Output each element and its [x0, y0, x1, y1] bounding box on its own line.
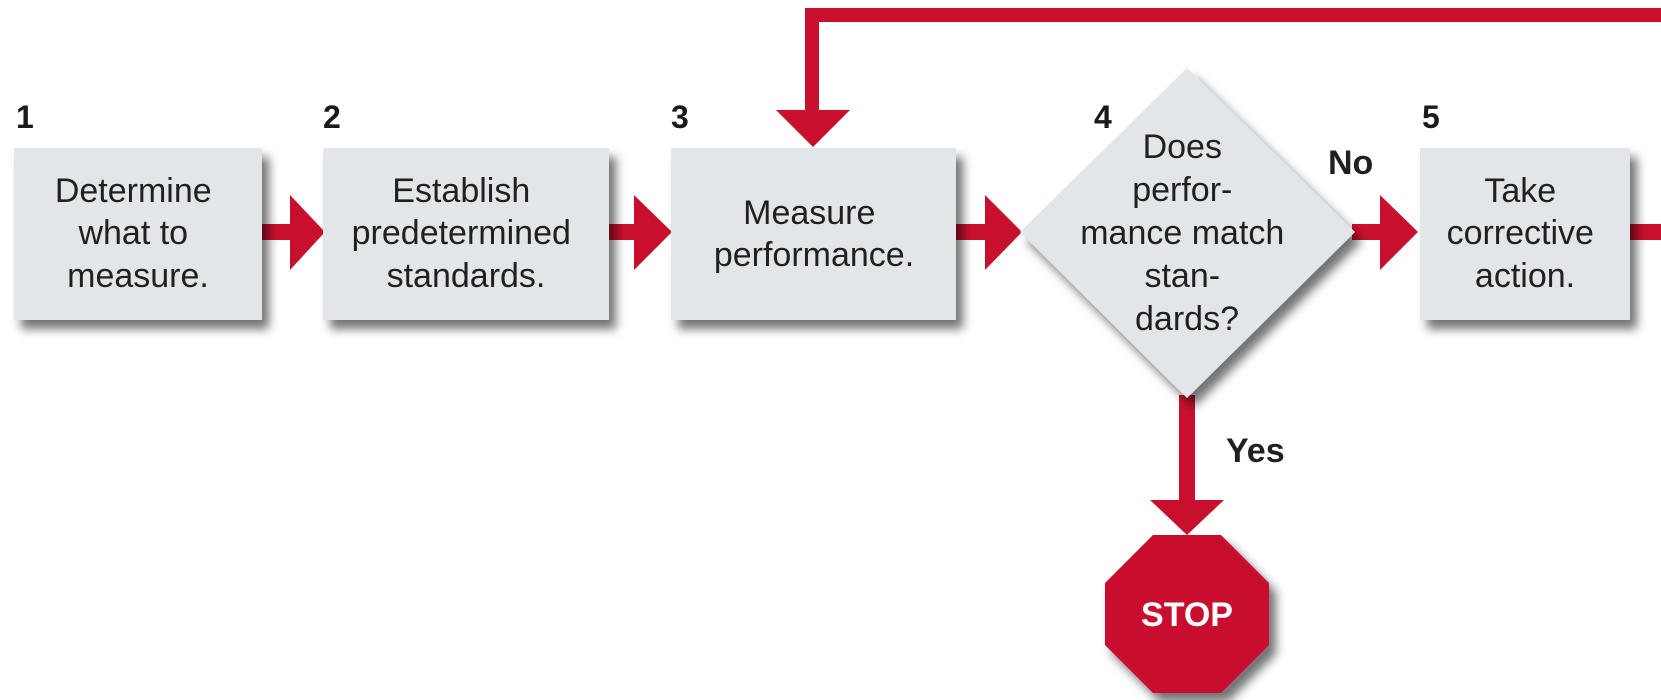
step-1-line: what to [77, 214, 188, 252]
step-1-box [14, 148, 262, 320]
connector-4-5 [1352, 195, 1418, 270]
svg-text:Measure performance.: Measure performance. [714, 194, 914, 274]
connector-4-stop [1150, 395, 1224, 535]
step-1: 1 Determine what to measure. [14, 99, 262, 320]
svg-text:Does perfor- mance: Does perfor- mance match stan- dards? [1080, 128, 1294, 338]
step-2-number: 2 [323, 99, 341, 135]
svg-text:Determine what to: Determine what to measure. [55, 172, 221, 295]
step-3-number: 3 [671, 99, 689, 135]
connector-3-4 [956, 195, 1022, 270]
stop-label: STOP [1141, 596, 1233, 634]
step-5-box [1420, 148, 1630, 320]
branch-label-yes: Yes [1226, 432, 1285, 470]
step-5-line: Take [1484, 172, 1556, 210]
stop-octagon [1105, 535, 1269, 693]
step-2-line: standards. [387, 257, 546, 295]
step-3-line: performance. [714, 236, 914, 274]
step-2-line: predetermined [352, 214, 571, 252]
step-1-line: Determine [55, 172, 212, 210]
step-4-line: dards? [1135, 300, 1239, 338]
step-2-line: Establish [392, 172, 530, 210]
step-4: 4 Does perfor- mance match stan- dards? [1020, 68, 1355, 398]
branch-label-no: No [1328, 144, 1373, 182]
step-3: 3 Measure performance. [671, 99, 956, 320]
svg-text:Establish predetermined: Establish predetermined standards. [352, 172, 581, 295]
step-4-line: stan- [1144, 257, 1220, 295]
step-5-number: 5 [1422, 99, 1440, 135]
stop-sign-icon: STOP [1105, 535, 1269, 693]
step-5-line: corrective [1447, 214, 1594, 252]
step-4-line: mance match [1080, 214, 1284, 252]
feedback-arrowhead [776, 110, 850, 147]
step-4-diamond [1020, 68, 1355, 398]
step-4-line: Does [1143, 128, 1222, 166]
feedback-loop-line [805, 8, 1661, 115]
step-2: 2 Establish predetermined standards. [323, 99, 609, 320]
step-4-line: perfor- [1132, 171, 1232, 209]
step-5-line: action. [1475, 257, 1575, 295]
step-3-box [671, 148, 956, 320]
step-2-box [323, 148, 609, 320]
connector-1-2 [262, 195, 325, 270]
step-1-line: measure. [67, 257, 209, 295]
svg-text:Take corrective ac: Take corrective action. [1447, 172, 1604, 295]
step-5: 5 Take corrective action. [1420, 99, 1630, 320]
step-3-line: Measure [743, 194, 875, 232]
connector-5-exit [1630, 224, 1661, 240]
connector-2-3 [608, 195, 672, 270]
step-1-number: 1 [16, 99, 34, 135]
step-4-number: 4 [1094, 99, 1112, 135]
